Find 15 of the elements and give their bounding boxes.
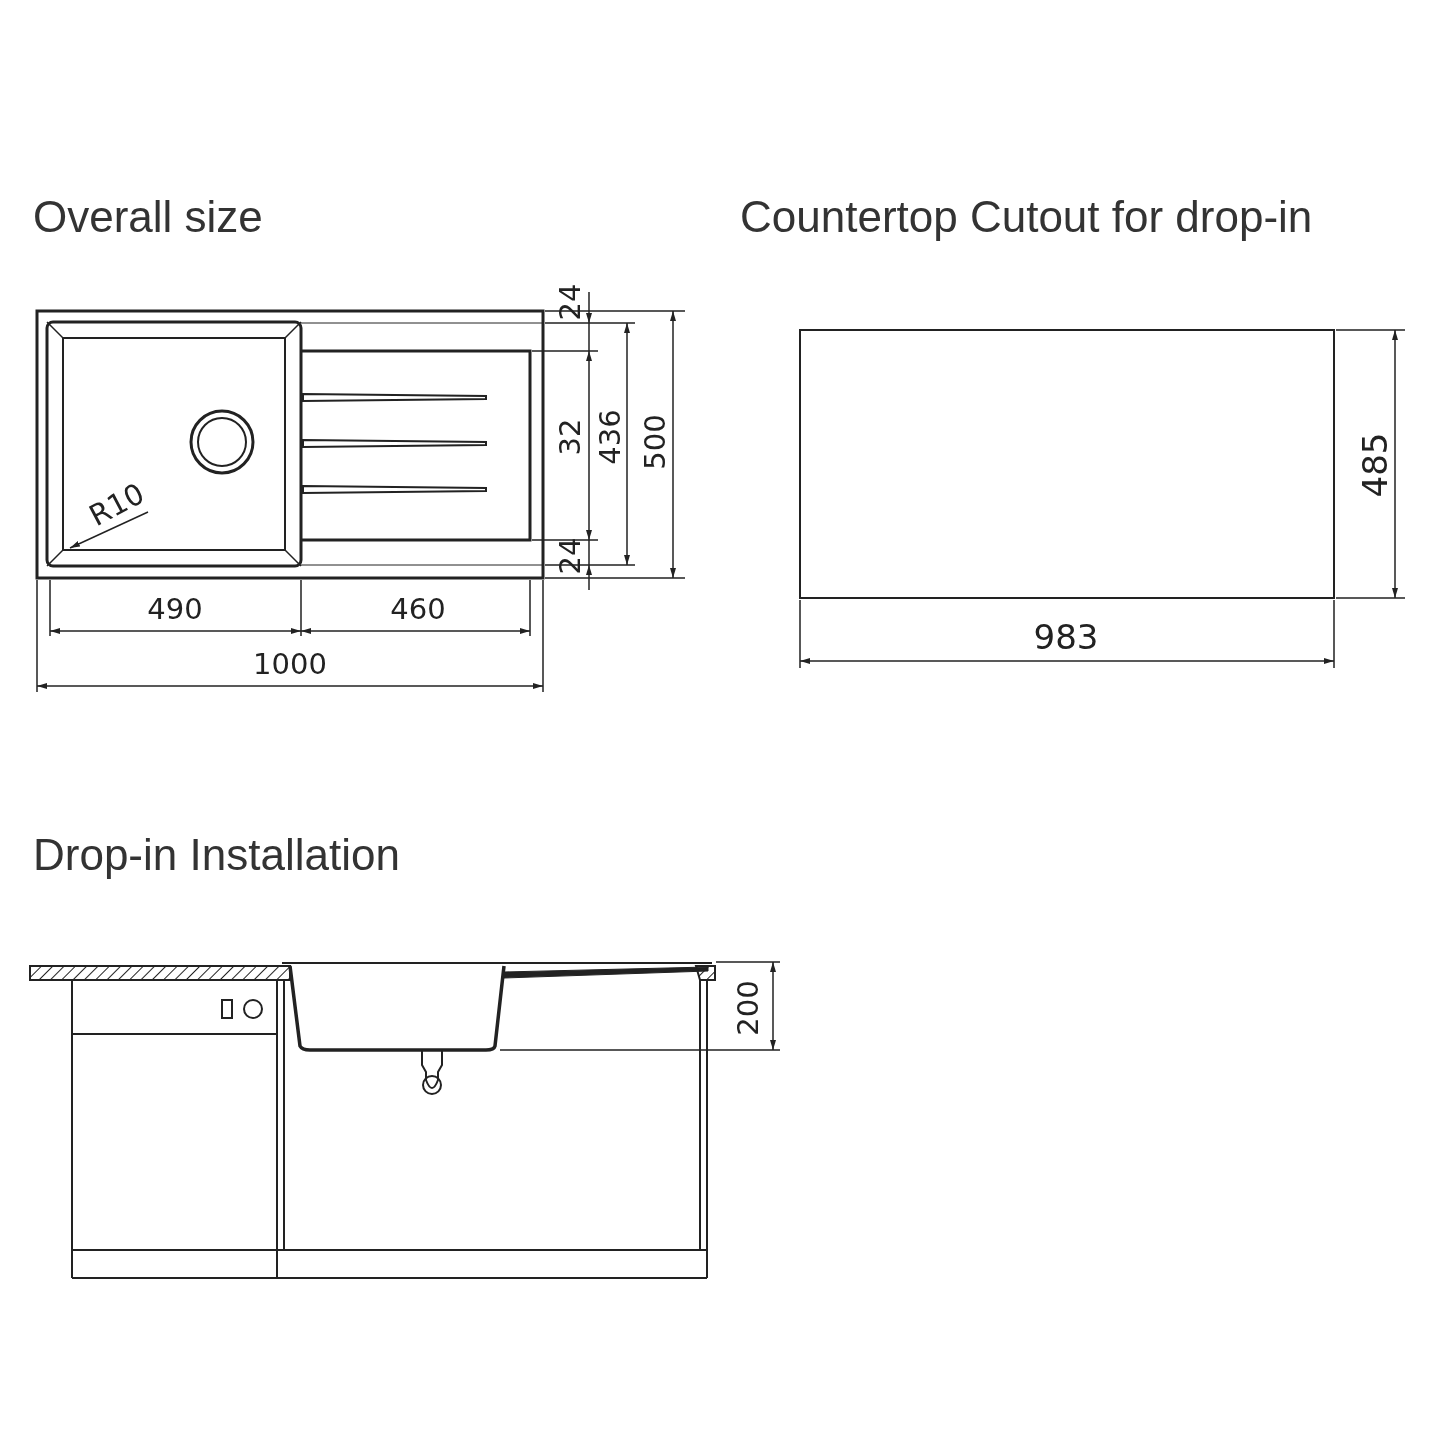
dimension-label: 485 — [1358, 432, 1392, 498]
section-title: Drop-in Installation — [33, 833, 400, 877]
dimension-label: 460 — [390, 594, 446, 624]
dimension-label: 983 — [1033, 620, 1099, 654]
dimension-label: 32 — [555, 418, 585, 456]
dimension-label: 24 — [555, 283, 585, 321]
dimension-label: R10 — [85, 478, 149, 532]
section-title: Countertop Cutout for drop-in — [740, 195, 1313, 239]
dimension-label: 500 — [640, 414, 670, 470]
dimension-label: 200 — [733, 980, 763, 1036]
dimension-label: 1000 — [253, 649, 327, 679]
dimension-label: 24 — [555, 537, 585, 575]
dimension-label: 436 — [595, 409, 625, 465]
section-title: Overall size — [33, 195, 263, 239]
dimension-label: 490 — [147, 594, 203, 624]
